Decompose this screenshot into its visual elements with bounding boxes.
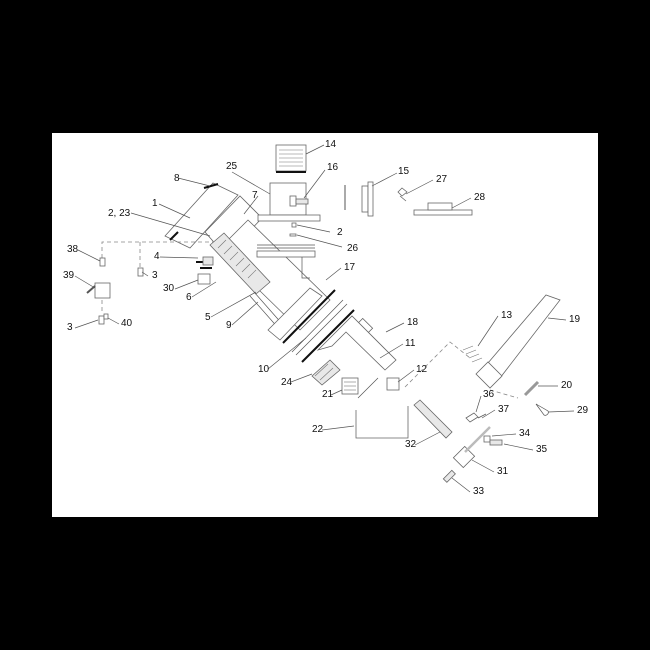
label-16: 16 [327,162,339,173]
label-5: 5 [205,312,211,323]
label-20: 20 [561,380,573,391]
label-7: 7 [252,190,258,201]
label-3b: 3 [67,322,73,333]
pneumatic-control [86,241,214,325]
label-1: 1 [152,198,158,209]
label-33: 33 [473,486,485,497]
label-35: 35 [536,444,548,455]
label-11: 11 [405,338,416,349]
label-22: 22 [312,424,324,435]
diagram-panel [52,133,598,517]
label-27: 27 [436,174,448,185]
label-2-23: 2, 23 [108,208,131,219]
label-13: 13 [501,310,513,321]
label-6: 6 [186,292,192,303]
label-4: 4 [154,251,160,262]
label-32: 32 [405,439,417,450]
label-19: 19 [569,314,581,325]
label-28: 28 [474,192,486,203]
label-8: 8 [174,173,180,184]
valve-body [164,182,331,341]
label-9: 9 [226,320,232,331]
label-40: 40 [121,318,133,329]
label-15: 15 [398,166,410,177]
label-21: 21 [322,389,334,400]
label-39: 39 [63,270,75,281]
label-29: 29 [577,405,589,416]
label-36: 36 [483,389,495,400]
leader-lines [74,144,575,493]
middle-section [282,289,453,439]
callout-labels: 1 2, 23 2 3 3 4 5 6 7 8 9 10 11 12 13 14… [63,139,589,497]
label-12: 12 [416,364,428,375]
label-25: 25 [226,161,238,172]
label-3a: 3 [152,270,158,281]
label-2: 2 [337,227,343,238]
label-38: 38 [67,244,79,255]
label-24: 24 [281,377,293,388]
label-26: 26 [347,243,359,254]
actuator-assembly [256,144,321,279]
label-30: 30 [163,283,175,294]
handle-assembly [404,294,561,483]
label-14: 14 [325,139,337,150]
label-18: 18 [407,317,419,328]
label-10: 10 [258,364,270,375]
label-31: 31 [497,466,509,477]
label-34: 34 [519,428,531,439]
loose-parts-top [344,181,473,217]
label-17: 17 [344,262,356,273]
label-37: 37 [498,404,510,415]
